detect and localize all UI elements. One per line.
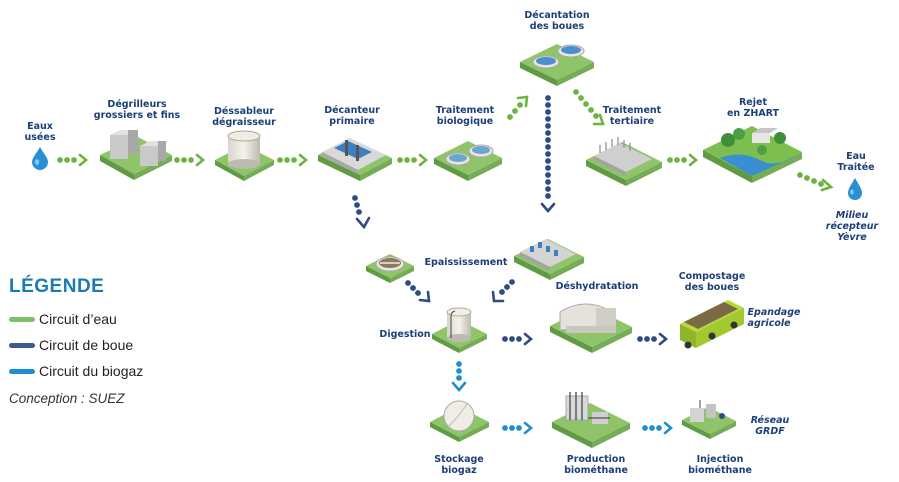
bio-treatment-basins-icon: [434, 141, 502, 181]
water-swatch-icon: [9, 316, 35, 322]
biomethane-production-icon: [552, 392, 630, 448]
decanteur-building-icon: [318, 138, 392, 181]
biogas-swatch-icon: [9, 368, 35, 374]
arrow-sludge-decantation: [540, 95, 556, 213]
arrow-gas-down: [451, 361, 467, 392]
biogas-sphere-icon: [430, 400, 489, 442]
biomethane-injection-icon: [682, 400, 736, 439]
arrow-water-3: [277, 153, 309, 167]
label-compostage: Compostage des boues: [678, 271, 746, 293]
thickener-icon: [366, 254, 414, 283]
arrow-water-1: [57, 153, 89, 167]
dessableur-tank-icon: [215, 130, 274, 181]
degrilleurs-building-icon: [100, 130, 172, 180]
label-production: Production biométhane: [564, 454, 628, 476]
label-milieu-recepteur: Milieu récepteur Yèvre: [825, 210, 879, 243]
legend-label: Circuit d’eau: [39, 311, 117, 327]
arrow-water-6: [573, 89, 605, 126]
label-deshydratation: Déshydratation: [555, 281, 639, 292]
arrow-gas-1: [502, 421, 534, 435]
label-decanteur: Décanteur primaire: [324, 105, 380, 127]
dewatering-building-icon: [514, 239, 584, 280]
treated-water-drop-icon: [848, 178, 862, 200]
label-rejet: Rejet en ZHART: [726, 97, 780, 119]
label-injection: Injection biométhane: [688, 454, 752, 476]
legend-item-water: Circuit d’eau: [9, 310, 143, 328]
label-epaississement: Epaississement: [424, 257, 508, 268]
wetland-discharge-icon: [703, 126, 802, 183]
water-arrows: [57, 89, 834, 192]
sludge-swatch-icon: [9, 342, 35, 348]
legend-item-sludge: Circuit de boue: [9, 336, 143, 354]
legend-item-biogas: Circuit du biogaz: [9, 362, 143, 380]
label-degrilleurs: Dégrilleurs grossiers et fins: [93, 99, 181, 121]
legend-label: Circuit de boue: [39, 337, 134, 353]
arrow-sludge-deshyd-back: [491, 279, 515, 303]
arrow-gas-2: [642, 421, 674, 435]
arrow-sludge-epaiss: [405, 280, 431, 303]
legend-label: Circuit du biogaz: [39, 363, 144, 379]
arrow-water-4: [397, 153, 429, 167]
label-stockage: Stockage biogaz: [434, 454, 484, 476]
label-epandage: Epandage agricole: [747, 307, 801, 329]
arrow-sludge-digestion: [502, 332, 534, 346]
sludge-arrows: [352, 95, 669, 346]
arrow-sludge-compost: [637, 332, 669, 346]
water-drop-icon: [32, 147, 48, 170]
sludge-settling-basins-icon: [520, 44, 594, 86]
arrow-water-8: [797, 172, 834, 192]
legend: LÉGENDE Circuit d’eau Circuit de boue Ci…: [9, 276, 143, 406]
credit-text: Conception : SUEZ: [9, 391, 125, 406]
legend-title: LÉGENDE: [9, 276, 105, 297]
digester-tank-icon: [432, 307, 487, 353]
label-dessableur: Déssableur dégraisseur: [212, 106, 276, 128]
arrow-water-2: [174, 153, 206, 167]
arrow-water-7: [667, 153, 699, 167]
label-traitement-bio: Traitement biologique: [435, 105, 495, 127]
label-digestion: Digestion: [379, 329, 431, 340]
label-eaux-usees: Eaux usées: [24, 121, 56, 143]
compost-truck-icon: [680, 300, 744, 349]
label-reseau: Réseau GRDF: [750, 415, 790, 437]
dewatering-press-icon: [550, 303, 632, 353]
label-decantation-boues: Décantation des boues: [524, 10, 590, 32]
tertiary-treatment-building-icon: [586, 137, 662, 186]
label-traitement-tertiaire: Traitement tertiaire: [602, 105, 662, 127]
biogas-arrows: [451, 361, 674, 435]
arrow-water-5: [507, 95, 529, 120]
label-eau-traitee: Eau Traitée: [837, 151, 875, 173]
arrow-sludge-decanteur: [352, 195, 371, 230]
